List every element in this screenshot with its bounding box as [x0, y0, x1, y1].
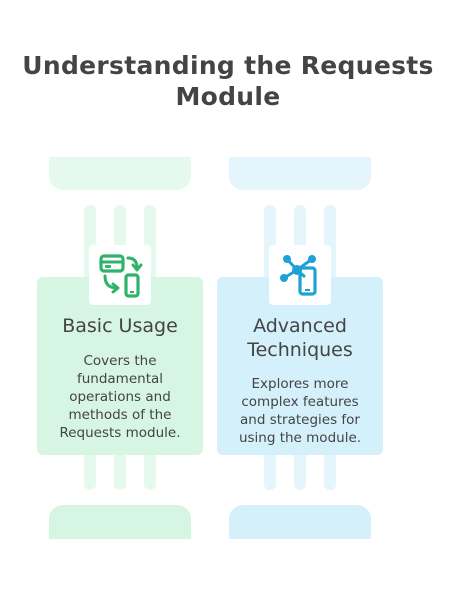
advanced-techniques-description: Explores more complex features and strateg… [217, 375, 383, 447]
blue-bottom-bar-3 [324, 455, 336, 490]
network-phone-icon [280, 255, 317, 296]
green-bottom-bar-3 [144, 455, 156, 490]
advanced-techniques-description-line-4: using the module. [238, 430, 362, 446]
advanced-techniques-heading-line-1: Advanced [253, 315, 347, 337]
basic-usage-description-line-3: operations and [69, 389, 171, 405]
green-bottom-cap [49, 505, 191, 539]
basic-usage-icon-box [89, 245, 151, 305]
advanced-techniques-heading-line-2: Techniques [247, 339, 353, 361]
credit-card-phone-exchange-icon [99, 254, 143, 298]
advanced-techniques-description-line-3: and strategies for [240, 412, 360, 428]
page-title-line-2: Module [175, 82, 281, 111]
blue-top-cap [229, 157, 371, 190]
page-title: Understanding the Requests Module [0, 50, 456, 112]
basic-usage-description-line-1: Covers the [83, 353, 157, 369]
green-bottom-bar-2 [114, 455, 126, 490]
blue-bottom-cap [229, 505, 371, 539]
basic-usage-description: Covers the fundamental operations and metho… [37, 352, 203, 442]
advanced-techniques-icon-box [269, 245, 331, 305]
advanced-techniques-card [217, 277, 383, 455]
advanced-techniques-description-line-2: complex features [241, 394, 359, 410]
basic-usage-description-line-4: methods of the [68, 407, 172, 423]
green-bottom-bar-1 [84, 455, 96, 490]
blue-bottom-bar-2 [294, 455, 306, 490]
basic-usage-heading: Basic Usage [37, 314, 203, 338]
basic-usage-heading-line-1: Basic Usage [62, 315, 178, 337]
basic-usage-description-line-2: fundamental [76, 371, 164, 387]
basic-usage-card [37, 277, 203, 455]
advanced-techniques-description-line-1: Explores more [251, 376, 349, 392]
basic-usage-description-line-5: Requests module. [59, 425, 181, 441]
green-top-cap [49, 157, 191, 190]
page-title-line-1: Understanding the Requests [22, 51, 434, 80]
blue-bottom-bar-1 [264, 455, 276, 490]
